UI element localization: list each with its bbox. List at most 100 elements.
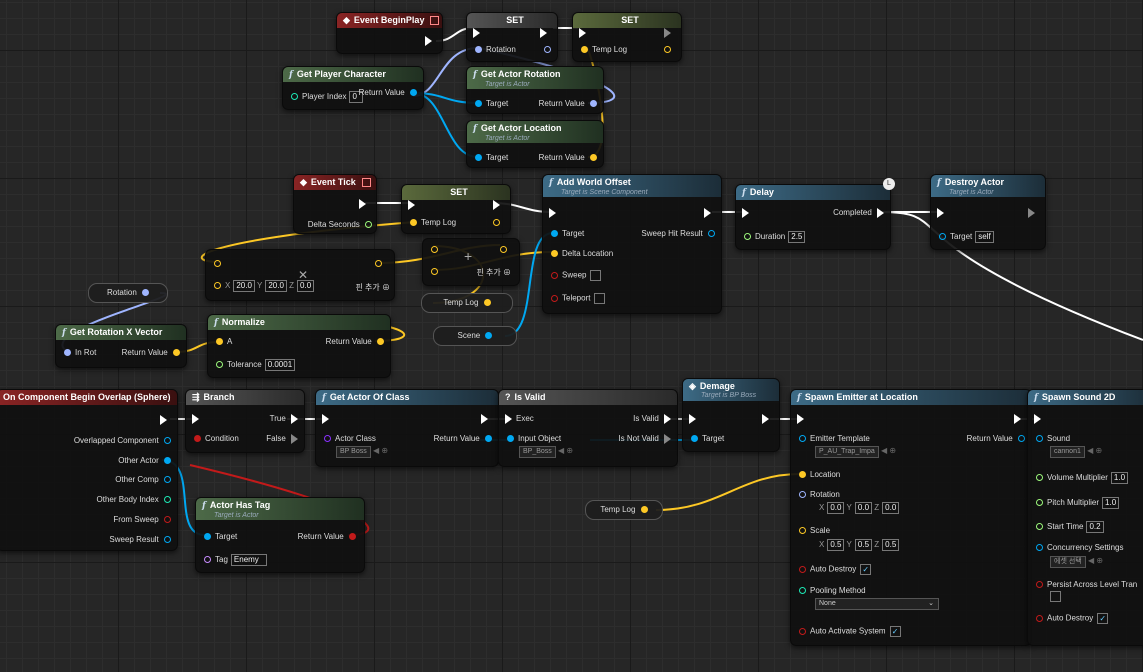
exec-in-pin[interactable] — [549, 208, 560, 218]
set-templog-top-node[interactable]: SET Temp Log — [572, 12, 682, 62]
target-pin[interactable]: Target — [475, 153, 508, 163]
sweep-checkbox[interactable] — [590, 270, 602, 281]
player-index-field[interactable]: 0 — [349, 91, 364, 103]
exec-in-pin[interactable] — [408, 200, 419, 210]
return-value-pin[interactable]: Return Value — [539, 99, 597, 109]
sound-dropdown[interactable]: cannon1 ◀ ⊕ — [1050, 446, 1102, 458]
auto-destroy-pin[interactable]: Auto Destroy✓ — [799, 564, 872, 575]
on-component-begin-overlap-node[interactable]: On Component Begin Overlap (Sphere) Over… — [0, 389, 178, 551]
vector-out-pin[interactable] — [500, 245, 511, 255]
a-pin[interactable]: A — [216, 337, 232, 347]
persist-checkbox[interactable] — [1046, 591, 1061, 602]
exec-out-pin[interactable] — [762, 414, 773, 424]
vector-out-pin[interactable] — [375, 259, 386, 269]
exec-out-pin[interactable] — [425, 36, 436, 46]
auto-activate-checkbox[interactable]: ✓ — [889, 626, 901, 637]
input-object-dropdown[interactable]: BP_Boss ◀ ⊕ — [519, 446, 573, 458]
exec-in-pin[interactable]: Exec — [505, 414, 534, 424]
input-object-pin[interactable]: Input Object — [507, 434, 561, 444]
exec-in-pin[interactable] — [937, 208, 948, 218]
concurrency-dropdown[interactable]: 에셋 선택 ◀ ⊕ — [1050, 556, 1103, 568]
teleport-pin[interactable]: Teleport — [551, 293, 606, 304]
exec-out-pin[interactable] — [540, 28, 551, 38]
templog-in-pin[interactable]: Temp Log — [581, 45, 627, 55]
exec-out-pin[interactable] — [359, 199, 370, 209]
true-pin[interactable]: True — [270, 414, 298, 424]
persist-across-level-pin[interactable]: Persist Across Level Tran — [1036, 580, 1137, 590]
add-vector-node[interactable]: + 핀 추가 ⊕ — [422, 238, 520, 286]
teleport-checkbox[interactable] — [594, 293, 606, 304]
pooling-method-pin[interactable]: Pooling Method — [799, 586, 866, 596]
is-valid-pin[interactable]: Is Valid — [633, 414, 671, 424]
event-tick-node[interactable]: ◆Event Tick Delta Seconds — [293, 174, 377, 234]
emitter-template-pin[interactable]: Emitter Template — [799, 434, 870, 444]
exec-in-pin[interactable] — [192, 414, 203, 424]
duration-field[interactable]: 2.5 — [788, 231, 806, 243]
location-pin[interactable]: Location — [799, 470, 840, 480]
rotation-variable[interactable]: Rotation — [88, 283, 168, 303]
event-begin-play-node[interactable]: ◆Event BeginPlay — [336, 12, 443, 54]
other-actor-pin[interactable]: Other Actor — [118, 456, 171, 466]
auto-destroy-checkbox[interactable]: ✓ — [1097, 613, 1109, 624]
target-field[interactable]: self — [975, 231, 994, 243]
from-sweep-pin[interactable]: From Sweep — [113, 515, 171, 525]
vector-a-pin[interactable] — [431, 245, 442, 255]
concurrency-settings-pin[interactable]: Concurrency Settings — [1036, 543, 1123, 553]
templog-variable[interactable]: Temp Log — [585, 500, 663, 520]
templog-in-pin[interactable]: Temp Log — [410, 218, 456, 228]
other-comp-pin[interactable]: Other Comp — [115, 475, 171, 485]
is-not-valid-pin[interactable]: Is Not Valid — [618, 434, 671, 444]
target-pin[interactable]: Target — [551, 229, 584, 239]
return-value-pin[interactable]: Return Value — [359, 88, 417, 98]
z-field[interactable]: 0.0 — [297, 280, 315, 292]
scene-variable[interactable]: Scene — [433, 326, 517, 346]
set-templog-mid-node[interactable]: SET Temp Log — [401, 184, 511, 234]
auto-destroy-checkbox[interactable]: ✓ — [860, 564, 872, 575]
sweep-hit-result-pin[interactable]: Sweep Hit Result — [641, 229, 715, 239]
sweep-result-pin[interactable]: Sweep Result — [109, 535, 171, 545]
target-pin[interactable]: Target — [691, 434, 724, 444]
exec-in-pin[interactable] — [689, 414, 700, 424]
exec-out-pin[interactable] — [160, 415, 171, 425]
auto-activate-system-pin[interactable]: Auto Activate System✓ — [799, 626, 901, 637]
false-pin[interactable]: False — [266, 434, 298, 444]
templog-out-pin[interactable] — [493, 218, 504, 228]
add-pin-button[interactable]: 핀 추가 ⊕ — [476, 268, 511, 277]
exec-out-pin[interactable] — [664, 28, 675, 38]
return-value-pin[interactable]: Return Value — [122, 348, 180, 358]
other-body-index-pin[interactable]: Other Body Index — [97, 495, 171, 505]
condition-pin[interactable]: Condition — [194, 434, 239, 444]
vector-b-pin[interactable] — [431, 267, 442, 277]
delta-location-pin[interactable]: Delta Location — [551, 249, 613, 259]
exec-in-pin[interactable] — [1034, 414, 1045, 424]
target-pin[interactable]: Target — [475, 99, 508, 109]
sound-pin[interactable]: Sound — [1036, 434, 1070, 444]
templog-out-pin[interactable] — [664, 45, 675, 55]
exec-out-pin[interactable] — [481, 414, 492, 424]
scale-pin[interactable]: Scale — [799, 526, 830, 536]
is-valid-node[interactable]: ?Is Valid Exec Is Valid Input Object BP_… — [498, 389, 678, 467]
return-value-pin[interactable]: Return Value — [434, 434, 492, 444]
exec-in-pin[interactable] — [742, 208, 753, 218]
completed-pin[interactable]: Completed — [833, 208, 884, 218]
add-pin-button[interactable]: 핀 추가 ⊕ — [355, 283, 390, 292]
sweep-pin[interactable]: Sweep — [551, 270, 602, 281]
